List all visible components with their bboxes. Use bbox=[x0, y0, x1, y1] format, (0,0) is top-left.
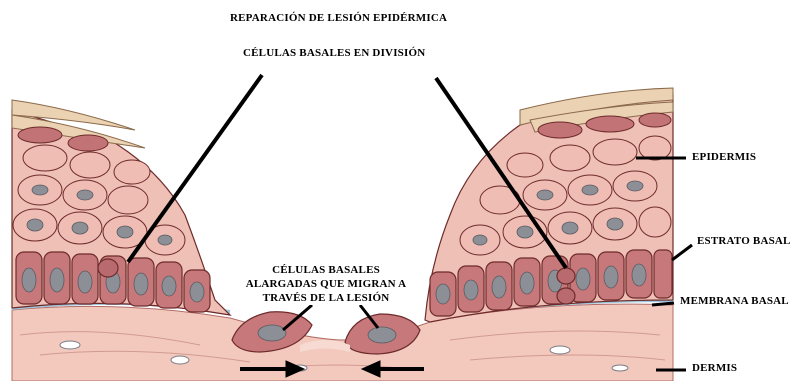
label-migrating-cells: CÉLULAS BASALES ALARGADAS QUE MIGRAN A T… bbox=[228, 263, 424, 305]
leader-estrato-basal bbox=[672, 245, 692, 260]
label-dermis: DERMIS bbox=[692, 362, 737, 374]
label-epidermis: EPIDERMIS bbox=[692, 151, 756, 163]
label-membrana-basal: MEMBRANA BASAL bbox=[680, 295, 789, 307]
diagram-title: REPARACIÓN DE LESIÓN EPIDÉRMICA bbox=[230, 12, 447, 24]
diagram-subtitle: CÉLULAS BASALES EN DIVISIÓN bbox=[243, 47, 425, 59]
label-migrating-line-1: CÉLULAS BASALES bbox=[228, 263, 424, 277]
label-migrating-line-2: ALARGADAS QUE MIGRAN A bbox=[228, 277, 424, 291]
label-migrating-line-3: TRAVÉS DE LA LESIÓN bbox=[228, 291, 424, 305]
label-estrato-basal: ESTRATO BASAL bbox=[697, 235, 791, 247]
leader-membrana-basal bbox=[652, 303, 674, 305]
